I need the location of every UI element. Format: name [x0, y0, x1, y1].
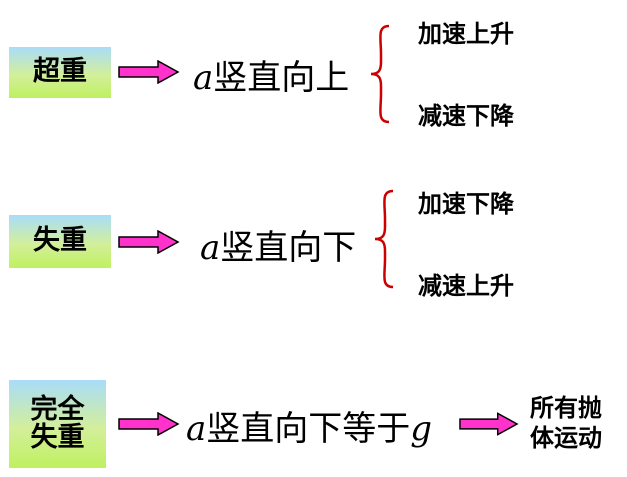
- acceleration-symbol: a: [193, 58, 214, 98]
- right-arrow-icon: [118, 412, 180, 436]
- weightless-box: 失重: [9, 215, 111, 268]
- condition-text: 竖直向下: [220, 228, 357, 268]
- gravity-symbol: g: [410, 409, 433, 449]
- condition-text: 竖直向上: [213, 58, 350, 98]
- condition-text: 竖直向下等于: [206, 409, 411, 449]
- option-decelerate-up: 减速上升: [418, 272, 514, 300]
- right-arrow-icon: [118, 60, 180, 84]
- complete-weightless-line1: 完全: [30, 393, 85, 425]
- complete-weightless-condition: a竖直向下等于g: [186, 401, 432, 450]
- option-decelerate-down: 减速下降: [418, 102, 514, 130]
- left-curly-brace-icon: [370, 24, 390, 124]
- overweight-condition: a竖直向上: [193, 50, 349, 99]
- result-line2: 体运动: [530, 424, 602, 452]
- option-accelerate-up: 加速上升: [418, 20, 514, 48]
- weightless-label: 失重: [33, 225, 87, 257]
- complete-weightless-line2: 失重: [30, 422, 85, 453]
- acceleration-symbol: a: [200, 228, 221, 268]
- left-curly-brace-icon: [374, 189, 394, 289]
- right-arrow-icon: [459, 412, 519, 436]
- overweight-label: 超重: [33, 56, 87, 88]
- projectile-motion-result: 所有抛 体运动: [530, 393, 602, 453]
- option-accelerate-down: 加速下降: [418, 190, 514, 218]
- acceleration-symbol: a: [186, 409, 207, 449]
- result-line1: 所有抛: [530, 394, 602, 422]
- weightless-condition: a竖直向下: [200, 220, 356, 269]
- complete-weightless-box: 完全 失重: [9, 380, 106, 468]
- right-arrow-icon: [118, 230, 180, 254]
- overweight-box: 超重: [9, 47, 111, 98]
